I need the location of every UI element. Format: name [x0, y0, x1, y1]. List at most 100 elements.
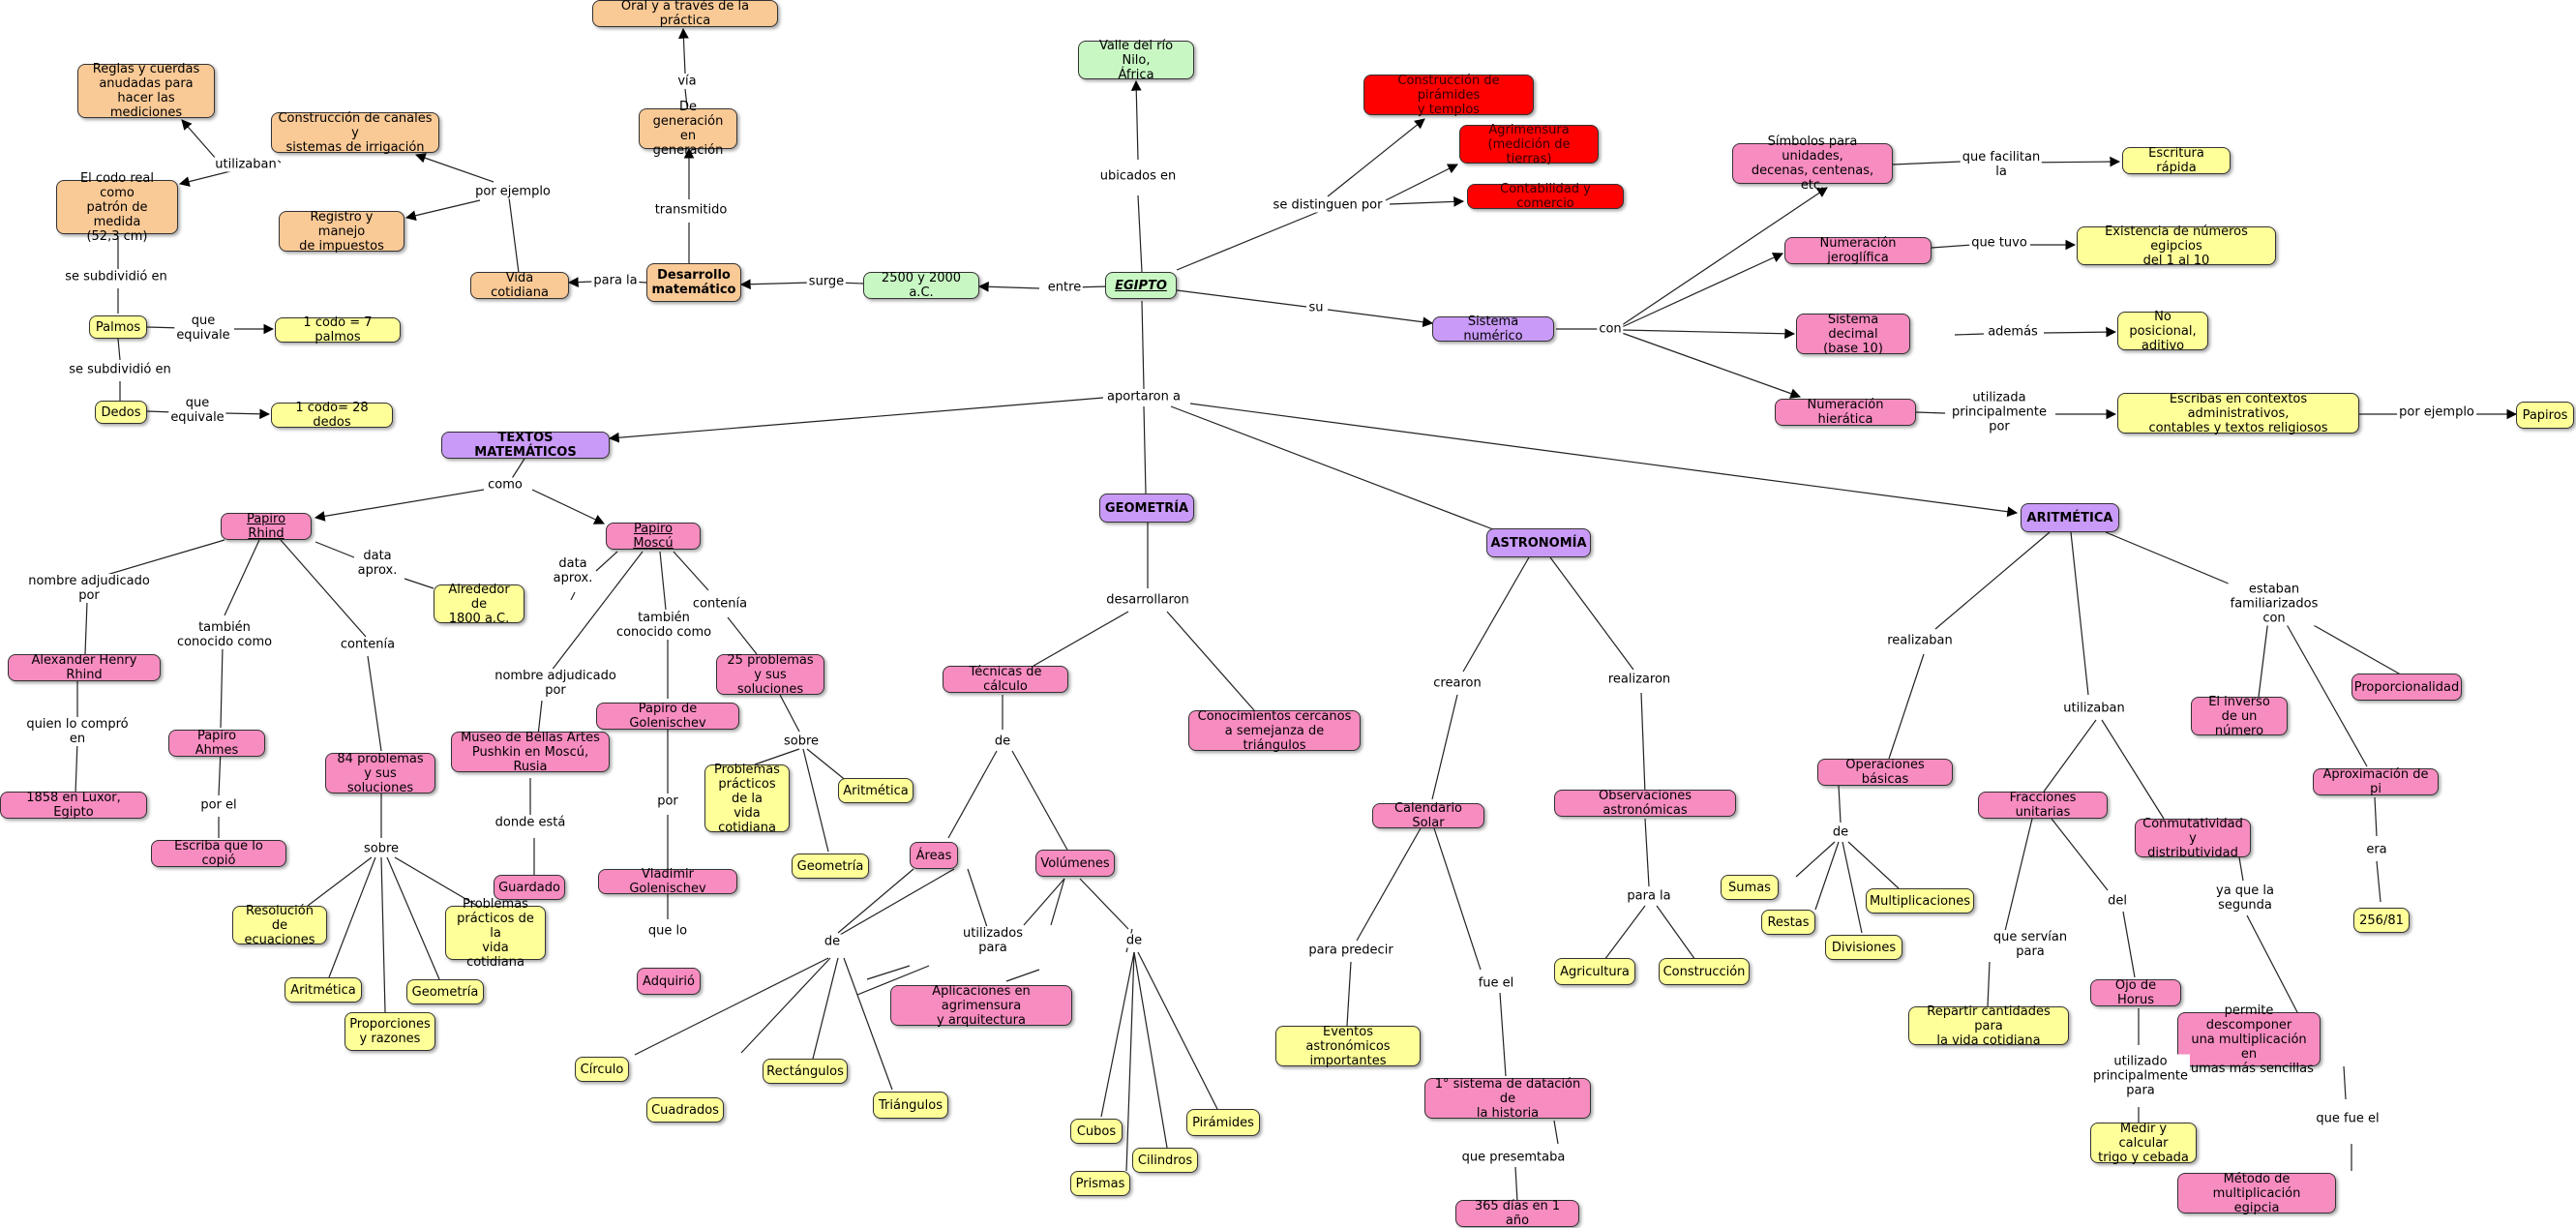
no-posicional-node[interactable]: No posicional, aditivo	[2117, 310, 2208, 353]
volumenes-node[interactable]: Volúmenes	[1035, 850, 1115, 877]
proporcionalidad-node[interactable]: Proporcionalidad	[2351, 674, 2462, 701]
escriba-copio-node[interactable]: Escriba que lo copió	[151, 839, 286, 868]
piramides-node[interactable]: Pirámides	[1186, 1109, 1260, 1136]
numeracion-jeroglifica-node[interactable]: Numeración jeroglífica	[1784, 236, 1932, 265]
numeracion-hieratica-node[interactable]: Numeración hierática	[1775, 398, 1916, 427]
generacion-node[interactable]: De generación en generación	[639, 100, 737, 158]
label-de-ops: de	[1830, 824, 1851, 840]
papiro-ahmes-node[interactable]: Papiro Ahmes	[168, 729, 265, 758]
eventos-astronomicos-node[interactable]: Eventos astronómicos importantes	[1275, 1025, 1421, 1068]
fracciones-unitarias-node[interactable]: Fracciones unitarias	[1978, 791, 2108, 820]
tecnicas-calculo-node[interactable]: Técnicas de cálculo	[943, 665, 1068, 694]
valle-nilo-node[interactable]: Valle del río Nilo, África	[1078, 39, 1194, 82]
prismas-node[interactable]: Prismas	[1070, 1171, 1130, 1196]
metodo-multiplicacion-node[interactable]: Método de multiplicación egipcia	[2177, 1172, 2336, 1215]
moscu-aritmetica-node[interactable]: Aritmética	[838, 778, 914, 803]
label-que-lo: que lo	[645, 923, 690, 939]
multiplicaciones-node[interactable]: Multiplicaciones	[1866, 888, 1974, 914]
reglas-cuerdas-node[interactable]: Reglas y cuerdas anudadas para hacer las…	[77, 62, 215, 120]
proporciones-node[interactable]: Proporciones y razones	[344, 1012, 435, 1051]
sistema-numerico-node[interactable]: Sistema numérico	[1432, 314, 1554, 344]
365-dias-node[interactable]: 365 días en 1 año	[1455, 1199, 1579, 1228]
25-problemas-node[interactable]: 25 problemas y sus soluciones	[716, 653, 824, 697]
inverso-numero-node[interactable]: El inverso de un número	[2191, 695, 2288, 738]
pi-valor-node[interactable]: 256/81	[2353, 908, 2410, 933]
existencia-numeros-node[interactable]: Existencia de números egipcios del 1 al …	[2077, 225, 2276, 268]
sumas-node[interactable]: Sumas	[1721, 875, 1779, 900]
geometria-node[interactable]: GEOMETRÍA	[1099, 494, 1194, 523]
desarrollo-matematico-node[interactable]: Desarrollo matemático	[646, 263, 741, 302]
oral-practica-node[interactable]: Oral y a través de la práctica	[592, 0, 778, 28]
84-problemas-node[interactable]: 84 problemas y sus soluciones	[325, 752, 435, 795]
label-quien-compro: quien lo compró en	[24, 717, 131, 746]
label-utilizaban-ar: utilizaban	[2061, 701, 2127, 716]
label-era: era	[2364, 842, 2389, 857]
fecha-node[interactable]: 2500 y 2000 a.C.	[863, 271, 979, 300]
registro-impuestos-node[interactable]: Registro y manejo de impuestos	[279, 210, 404, 254]
label-realizaron: realizaron	[1605, 672, 1673, 687]
triangulos-node[interactable]: Triángulos	[873, 1092, 948, 1119]
codo-7-palmos-node[interactable]: 1 codo = 7 palmos	[275, 315, 401, 344]
escribas-node[interactable]: Escribas en contextos administrativos, c…	[2117, 392, 2359, 435]
observaciones-node[interactable]: Observaciones astronómicas	[1554, 789, 1736, 818]
papiro-rhind-node[interactable]: Papiro Rhind	[221, 512, 312, 541]
papiros-node[interactable]: Papiros	[2516, 402, 2574, 429]
contabilidad-node[interactable]: Contabilidad y comercio	[1467, 182, 1624, 211]
rhind-problemas-node[interactable]: Problemas prácticos de la vida cotidiana	[445, 897, 546, 970]
dedos-node[interactable]: Dedos	[95, 401, 147, 424]
alrededor-1800-node[interactable]: Alrededor de 1800 a.C.	[434, 583, 524, 626]
conocimientos-triangulos-node[interactable]: Conocimientos cercanos a semejanza de tr…	[1188, 709, 1361, 753]
rhind-geometria-node[interactable]: Geometría	[406, 979, 484, 1004]
divisiones-node[interactable]: Divisiones	[1825, 935, 1902, 960]
label-por-ejemplo: por ejemplo	[473, 184, 553, 199]
papiro-golenischev-node[interactable]: Papiro de Golenischev	[596, 702, 739, 731]
agrimensura-node[interactable]: Agrimensura (medición de tierras)	[1459, 123, 1599, 166]
permite-descomponer-node[interactable]: permite descomponer una multiplicación e…	[2177, 1003, 2321, 1076]
conmutatividad-node[interactable]: Conmutatividad y distributividad	[2135, 817, 2251, 860]
rhind-aritmetica-node[interactable]: Aritmética	[285, 977, 362, 1003]
aritmetica-node[interactable]: ARITMÉTICA	[2021, 503, 2119, 532]
escritura-rapida-node[interactable]: Escritura rápida	[2122, 146, 2231, 175]
museo-pushkin-node[interactable]: Museo de Bellas Artes Pushkin en Moscú, …	[451, 731, 610, 774]
rectangulos-node[interactable]: Rectángulos	[763, 1059, 848, 1084]
moscu-problemas-node[interactable]: Problemas prácticos de la vida cotidiana	[704, 763, 790, 835]
vida-cotidiana-node[interactable]: Vida cotidiana	[470, 271, 569, 300]
medir-trigo-node[interactable]: Medir y calcular trigo y cebada	[2090, 1122, 2197, 1165]
calendario-solar-node[interactable]: Calendario Solar	[1372, 801, 1484, 830]
cilindros-node[interactable]: Cilindros	[1132, 1148, 1198, 1173]
guardado-node[interactable]: Guardado	[494, 875, 565, 900]
palmos-node[interactable]: Palmos	[89, 315, 147, 339]
aproximacion-pi-node[interactable]: Aproximación de pi	[2313, 767, 2439, 796]
simbolos-node[interactable]: Símbolos para unidades, decenas, centena…	[1732, 135, 1893, 193]
moscu-geometria-node[interactable]: Geometría	[792, 854, 869, 879]
codo-real-node[interactable]: El codo real como patrón de medida (52,3…	[56, 171, 178, 244]
repartir-cantidades-node[interactable]: Repartir cantidades para la vida cotidia…	[1908, 1004, 2069, 1048]
label-de-areas: de	[822, 934, 843, 949]
papiro-moscu-node[interactable]: Papiro Moscú	[606, 522, 701, 551]
vladimir-golenischev-node[interactable]: Vladimir Golenischev	[598, 867, 737, 896]
resolucion-ecuaciones-node[interactable]: Resolución de ecuaciones	[232, 904, 327, 947]
label-rhind-contenia: contenía	[338, 637, 398, 652]
operaciones-basicas-node[interactable]: Operaciones básicas	[1817, 758, 1953, 787]
ojo-horus-node[interactable]: Ojo de Horus	[2090, 978, 2181, 1007]
sistema-decimal-node[interactable]: Sistema decimal (base 10)	[1796, 313, 1910, 356]
codo-28-dedos-node[interactable]: 1 codo= 28 dedos	[271, 401, 393, 430]
restas-node[interactable]: Restas	[1761, 910, 1815, 935]
cuadrados-node[interactable]: Cuadrados	[646, 1097, 724, 1123]
canales-irrigacion-node[interactable]: Construcción de canales y sistemas de ir…	[271, 111, 439, 155]
construccion-node[interactable]: Construcción	[1659, 958, 1750, 985]
construccion-piramides-node[interactable]: Construcción de pirámides y templos	[1363, 74, 1534, 117]
aplicaciones-node[interactable]: Aplicaciones en agrimensura y arquitectu…	[890, 984, 1072, 1028]
areas-node[interactable]: Áreas	[910, 842, 958, 869]
agricultura-node[interactable]: Agricultura	[1554, 958, 1635, 985]
textos-matematicos-node[interactable]: TEXTOS MATEMÁTICOS	[441, 431, 610, 460]
henry-rhind-node[interactable]: Alexander Henry Rhind	[8, 653, 161, 682]
circulo-node[interactable]: Círculo	[575, 1057, 629, 1082]
luxor-node[interactable]: 1858 en Luxor, Egipto	[0, 791, 147, 820]
cubos-node[interactable]: Cubos	[1070, 1119, 1123, 1144]
egipto-node[interactable]: EGIPTO	[1105, 272, 1177, 299]
adquirio-node[interactable]: Adquirió	[637, 968, 701, 995]
astronomia-node[interactable]: ASTRONOMÍA	[1486, 528, 1591, 557]
primer-sistema-node[interactable]: 1° sistema de datación de la historia	[1424, 1077, 1591, 1121]
